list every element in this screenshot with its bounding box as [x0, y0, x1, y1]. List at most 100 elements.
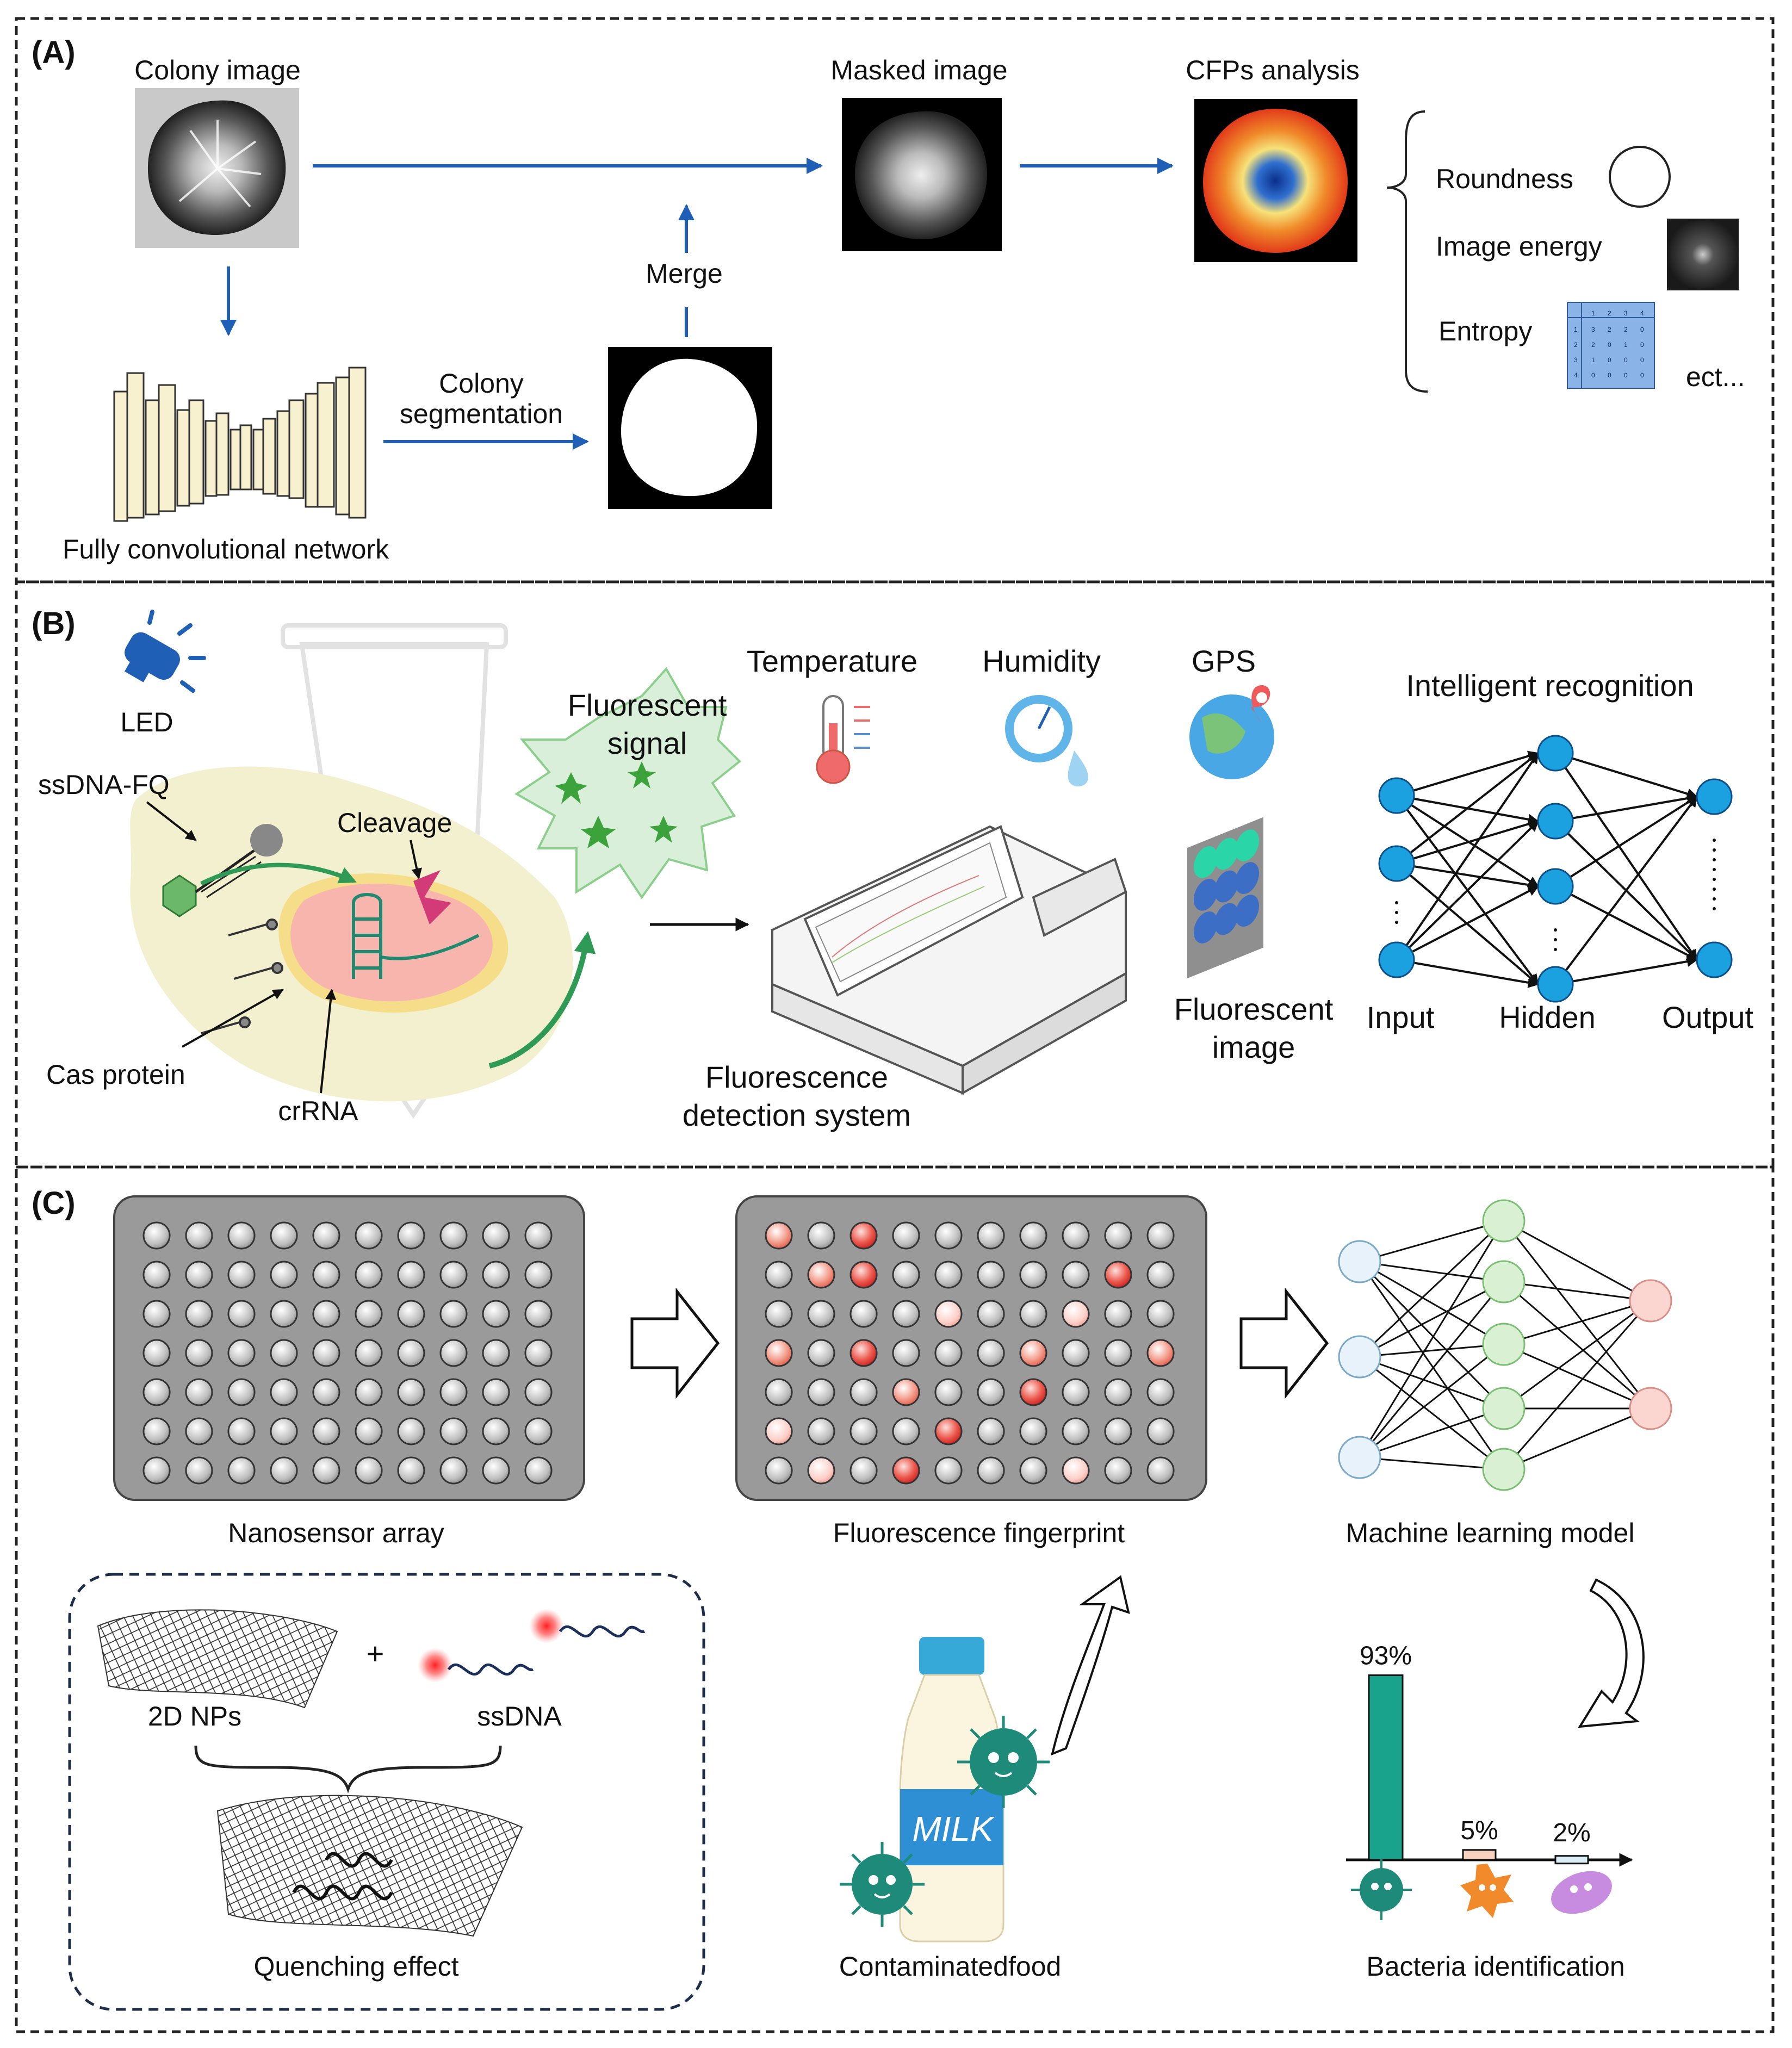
well [142, 1339, 171, 1367]
well [1019, 1378, 1047, 1406]
well [439, 1339, 468, 1367]
well [1104, 1221, 1132, 1250]
well [355, 1417, 383, 1445]
well [1062, 1300, 1090, 1328]
well [892, 1300, 920, 1328]
well [397, 1300, 425, 1328]
fluorophore-dot-2 [529, 1609, 564, 1643]
nn-edge [1555, 793, 1698, 822]
nn-node [1378, 777, 1415, 814]
well [977, 1417, 1005, 1445]
nn-input-node [1338, 1335, 1381, 1379]
nn-edge [1503, 1300, 1652, 1470]
well [1062, 1378, 1090, 1406]
fluorescent-image-label-2: image [1212, 1030, 1295, 1064]
well [397, 1378, 425, 1406]
matrix-cell: 1 [1624, 341, 1628, 349]
well [892, 1261, 920, 1289]
well [397, 1339, 425, 1367]
well [977, 1339, 1005, 1367]
curved-arrow-down [1578, 1578, 1645, 1728]
matrix-cell: 0 [1608, 341, 1611, 349]
fds-label-2: detection system [683, 1098, 911, 1132]
fluorescent-burst [514, 667, 741, 899]
bacteria-bar-chart: 93%5%2% [1346, 1642, 1633, 1867]
fluorescent-image-label-1: Fluorescent [1174, 992, 1334, 1026]
well [142, 1456, 171, 1485]
cas-protein [290, 883, 493, 1002]
mask-shape [621, 358, 758, 497]
fluorescent-signal-label-1: Fluorescent [568, 688, 727, 722]
colony-image-label: Colony image [134, 55, 301, 85]
fluorescent-image-plate [1187, 817, 1263, 979]
nn-edge [1555, 956, 1698, 985]
well [892, 1221, 920, 1250]
nn-edge [1396, 752, 1539, 961]
well [977, 1261, 1005, 1289]
panel-label-b: (B) [32, 606, 76, 641]
nn-edge [1359, 1220, 1504, 1263]
matrix-cell: 0 [1624, 356, 1628, 364]
crrna-pointer [320, 989, 337, 1094]
well [977, 1300, 1005, 1328]
masked-colony [855, 111, 987, 239]
nn-edge [1396, 959, 1539, 988]
nn-edge [1503, 1281, 1651, 1302]
well [312, 1378, 340, 1406]
well [934, 1300, 963, 1328]
milk-label: MILK [912, 1809, 995, 1848]
well [185, 1261, 213, 1289]
panel-b: LED [38, 610, 1753, 1132]
well [482, 1378, 510, 1406]
well [397, 1417, 425, 1445]
well [1146, 1456, 1175, 1485]
well [355, 1261, 383, 1289]
ellipsis-dot [1395, 921, 1398, 924]
combine-brace [194, 1745, 502, 1793]
cas-protein-label: Cas protein [46, 1059, 185, 1090]
well [850, 1300, 878, 1328]
well [397, 1261, 425, 1289]
chart-bar [1462, 1849, 1497, 1861]
nn-hidden-node [1482, 1323, 1526, 1366]
well [524, 1456, 553, 1485]
matrix-cell: 0 [1640, 341, 1644, 349]
chart-data-label: 2% [1553, 1819, 1590, 1847]
well [934, 1417, 963, 1445]
neural-network-b [1378, 735, 1733, 1003]
nn-node [1537, 735, 1574, 772]
well [185, 1339, 213, 1367]
input-label: Input [1367, 1000, 1435, 1034]
panel-label-c: (C) [32, 1186, 76, 1221]
well [439, 1300, 468, 1328]
bacterium-icon-1 [957, 1716, 1050, 1808]
image-energy-icon [1667, 219, 1739, 290]
well [850, 1378, 878, 1406]
matrix-header-cell: 2 [1608, 309, 1611, 317]
well [185, 1300, 213, 1328]
nn-edge [1359, 1261, 1505, 1410]
quenching-effect-label: Quenching effect [253, 1951, 458, 1982]
well [1062, 1417, 1090, 1445]
well [482, 1417, 510, 1445]
matrix-cell: 0 [1591, 371, 1595, 379]
well [1146, 1378, 1175, 1406]
ml-model-network [1338, 1199, 1672, 1491]
well [227, 1300, 256, 1328]
well [312, 1339, 340, 1367]
crrna-label: crRNA [278, 1096, 358, 1126]
colony-streaks [178, 120, 262, 208]
well [1104, 1300, 1132, 1328]
fds-label-1: Fluorescence [705, 1060, 888, 1094]
fcn-label: Fully convolutional network [63, 534, 389, 564]
well [482, 1300, 510, 1328]
well [439, 1221, 468, 1250]
well [807, 1261, 835, 1289]
nn-edge [1503, 1281, 1651, 1410]
ellipsis-dot [1713, 897, 1716, 901]
ellipsis-dot [1713, 907, 1716, 910]
cfps-analysis-label: CFPs analysis [1186, 55, 1360, 85]
nn-hidden-node [1482, 1387, 1526, 1430]
well [977, 1221, 1005, 1250]
well [482, 1456, 510, 1485]
